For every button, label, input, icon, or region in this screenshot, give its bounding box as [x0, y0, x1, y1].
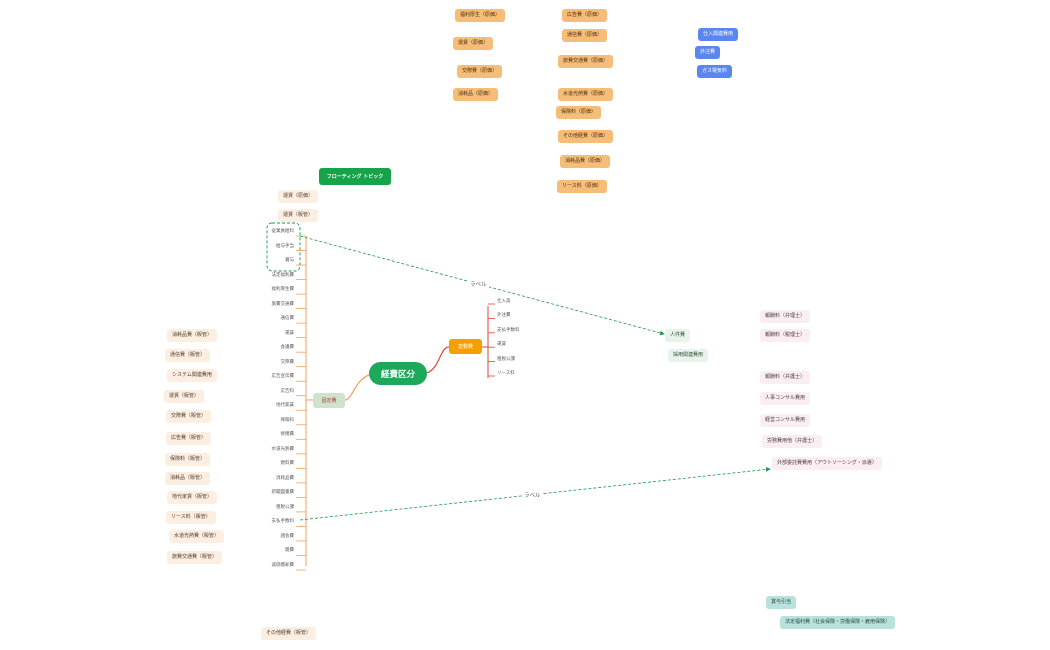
topic-peach[interactable]: 交際費（販管） [166, 410, 212, 423]
topic-orange[interactable]: 運賃（原価） [453, 37, 494, 50]
fixed-leaf[interactable]: 福利厚生費 [271, 287, 295, 293]
fixed-leaf[interactable]: 賞与 [285, 258, 294, 264]
relation-1 [299, 235, 665, 336]
topic-mint[interactable]: 人件費 [665, 329, 691, 342]
floating-topic[interactable]: フローティング トピック [319, 168, 391, 185]
fixed-leaf[interactable]: 法定福利費 [271, 272, 295, 278]
fixed-cost-topic[interactable]: 固定費 [313, 393, 345, 408]
fixed-leaf[interactable]: 給与手当 [276, 243, 294, 249]
topic-pink[interactable]: 経営コンサル費用 [760, 414, 811, 427]
topic-pink[interactable]: 人事コンサル費用 [760, 392, 811, 405]
topic-pink[interactable]: 報酬料（弁護士） [760, 371, 811, 384]
variable-leaf[interactable]: 運賃 [497, 342, 506, 348]
topic-peach[interactable]: 運賃（原価） [278, 190, 319, 203]
variable-leaf[interactable]: 租税公課 [497, 356, 515, 362]
topic-mint[interactable]: 採用関連費用 [668, 349, 709, 362]
topic-blue[interactable]: ガス電気料 [697, 65, 733, 78]
fixed-bracket [305, 236, 313, 566]
topic-teal[interactable]: 賞与引当 [766, 596, 797, 609]
topic-orange[interactable]: 福利厚生（原価） [455, 9, 506, 22]
branch-fixed [344, 374, 370, 401]
topic-orange[interactable]: 消耗品（原価） [453, 88, 499, 101]
topic-orange[interactable]: その他経費（原価） [558, 130, 614, 143]
topic-peach[interactable]: その他経費（販管） [261, 627, 317, 640]
fixed-leaf[interactable]: 減価償却費 [271, 563, 295, 568]
variable-leaf[interactable]: リース料 [497, 371, 515, 376]
root-topic[interactable]: 経費区分 [369, 362, 427, 385]
topic-orange[interactable]: 通信費（原価） [562, 29, 608, 42]
variable-cost-topic[interactable]: 変動費 [449, 339, 482, 354]
fixed-leaf[interactable]: 修繕費 [280, 432, 295, 438]
topic-peach[interactable]: 地代家賃（販管） [167, 491, 218, 504]
variable-leaf[interactable]: 外注費 [497, 313, 511, 319]
fixed-leaf[interactable]: 従業員給料 [271, 229, 295, 234]
topic-blue[interactable]: 外注費 [695, 46, 721, 59]
variable-leaf[interactable]: 支払手数料 [497, 327, 520, 333]
topic-orange[interactable]: 水道光熱費（原価） [558, 88, 614, 101]
topic-blue[interactable]: 仕入関連費用 [698, 28, 739, 41]
topic-orange[interactable]: 交際費（原価） [457, 65, 503, 78]
topic-peach[interactable]: 消耗品（販管） [165, 472, 211, 485]
fixed-leaf[interactable]: 交際費 [280, 359, 295, 365]
variable-leaf[interactable]: 仕入高 [497, 299, 511, 304]
fixed-leaf[interactable]: 通信費 [280, 316, 295, 322]
topic-orange[interactable]: 旅費交通費（原価） [558, 55, 614, 68]
topic-peach[interactable]: 消耗品費（販管） [167, 329, 218, 342]
topic-peach[interactable]: 保険料（販管） [165, 453, 211, 466]
fixed-leaf[interactable]: 燃料費 [280, 461, 295, 467]
topic-orange[interactable]: 保険料（原価） [556, 106, 602, 119]
variable-bracket [482, 306, 489, 378]
fixed-leaf[interactable]: 広告料 [280, 388, 295, 394]
topic-pink[interactable]: 報酬料（税理士） [760, 329, 811, 342]
topic-pink[interactable]: 労務費用他（弁護士） [762, 435, 823, 448]
fixed-leaf[interactable]: 地代家賃 [276, 403, 294, 409]
fixed-leaf[interactable]: 租税公課 [276, 504, 294, 510]
topic-peach[interactable]: 旅費交通費（販管） [167, 551, 223, 564]
fixed-leaf[interactable]: 保険料 [280, 417, 295, 423]
topic-orange[interactable]: 消耗品費（原価） [560, 155, 611, 168]
fixed-leaf[interactable]: 支払手数料 [271, 519, 295, 525]
topic-pink[interactable]: 外部委託費費用（アウトソーシング・派遣） [772, 457, 882, 470]
fixed-leaf[interactable]: 諸会費 [280, 533, 295, 539]
branch-variable [426, 346, 450, 374]
fixed-leaf[interactable]: 広告宣伝費 [271, 374, 295, 380]
relation-label[interactable]: ラベル [522, 491, 543, 499]
topic-pink[interactable]: 報酬料（弁理士） [760, 310, 811, 323]
topic-peach[interactable]: 水道光熱費（販管） [169, 530, 225, 543]
fixed-leaf[interactable]: 雑費 [285, 548, 294, 554]
fixed-leaf[interactable]: 新聞図書費 [271, 490, 295, 496]
fixed-leaf[interactable]: 水道光熱費 [271, 446, 295, 452]
topic-peach[interactable]: 運賃（販管） [164, 390, 205, 403]
fixed-leaf[interactable]: 会議費 [280, 345, 295, 351]
relation-label[interactable]: ラベル [468, 280, 489, 288]
fixed-leaf[interactable]: 消耗品費 [276, 475, 294, 481]
topic-teal[interactable]: 法定福利費（社会保険・労働保険・雇用保険） [780, 616, 896, 629]
topic-orange[interactable]: リース料（原価） [557, 180, 607, 193]
topic-peach[interactable]: 通信費（販管） [165, 349, 211, 362]
topic-peach[interactable]: リース料（販管） [166, 511, 216, 524]
fixed-leaf[interactable]: 運賃 [285, 330, 294, 336]
topic-peach[interactable]: システム関連費用 [167, 369, 217, 382]
topic-peach[interactable]: 広告費（販管） [166, 432, 212, 445]
fixed-leaf[interactable]: 旅費交通費 [271, 301, 295, 307]
selection-box [266, 222, 301, 272]
topic-orange[interactable]: 広告費（原価） [562, 9, 608, 22]
topic-peach[interactable]: 運賃（販管） [278, 209, 319, 222]
